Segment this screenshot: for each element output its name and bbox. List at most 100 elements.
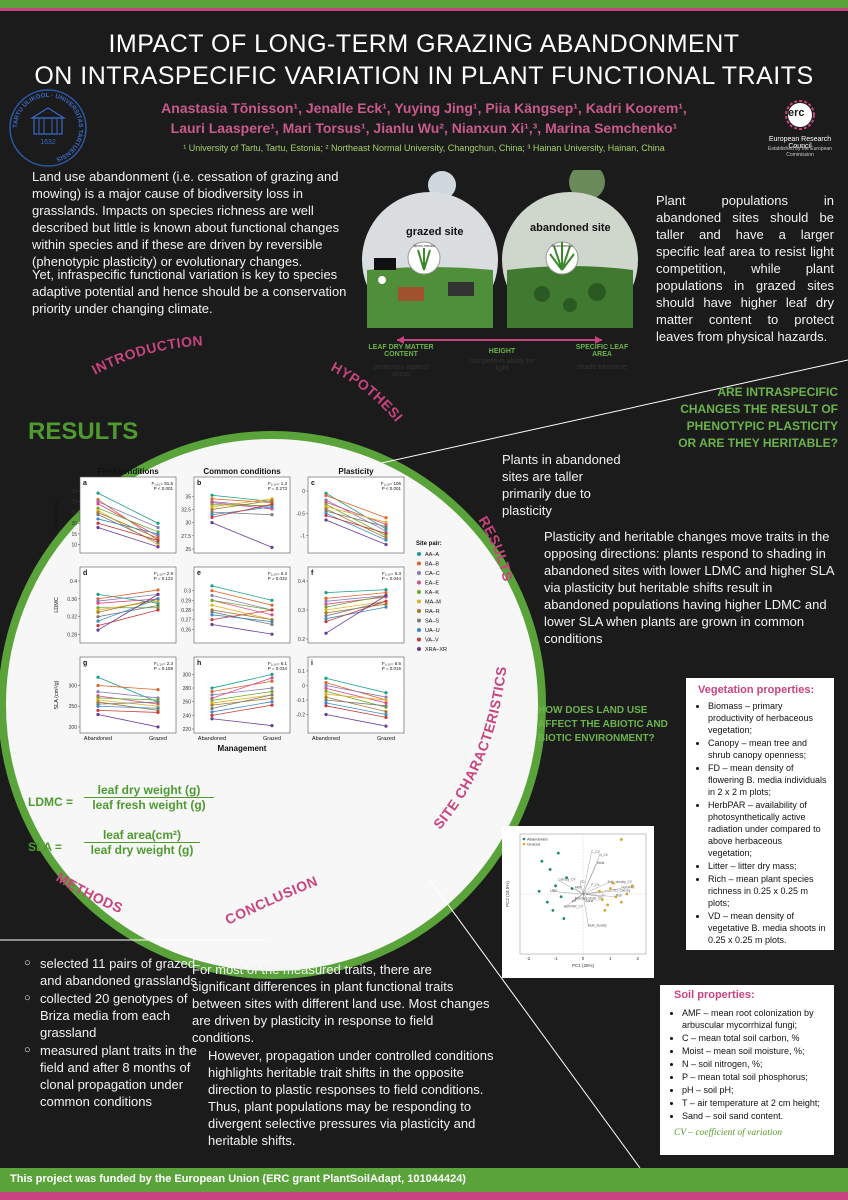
legend-entry: SA–S — [425, 619, 439, 625]
pair-point-grazed — [384, 593, 388, 598]
pair-line — [211, 691, 273, 701]
pair-line — [325, 595, 387, 602]
legend-swatch — [417, 628, 421, 632]
pca-loading-label: FD — [580, 880, 585, 884]
pair-point-abandoned — [210, 603, 214, 607]
y-tick-label: 250 — [69, 704, 78, 710]
vegetation-item: Rich – mean plant species richness in 0.… — [708, 873, 828, 909]
pca-loading-arrow — [582, 893, 589, 927]
pair-line — [97, 705, 159, 709]
pair-line — [325, 693, 387, 701]
panel-stat: F₁,₁₀= 5.3 — [382, 571, 402, 576]
legend-swatch — [417, 552, 421, 556]
legend-swatch — [417, 618, 421, 623]
pca-point — [554, 884, 558, 888]
trait-right-title: SPECIFIC LEAF AREA — [575, 344, 629, 358]
pair-point-abandoned — [324, 701, 328, 705]
pair-point-abandoned — [324, 611, 328, 615]
pair-point-abandoned — [96, 704, 100, 708]
panel-pvalue: P = 0.034 — [268, 666, 288, 671]
pair-point-abandoned — [324, 692, 328, 696]
pca-legend-swatch — [522, 837, 526, 841]
legend-entry: XRA–XR — [425, 647, 447, 653]
pair-line — [325, 699, 387, 707]
ring-label-conclusion: CONCLUSION — [222, 873, 319, 928]
pair-point-grazed — [270, 620, 274, 624]
pair-point-grazed — [156, 710, 160, 715]
y-tick-label: 300 — [183, 672, 192, 678]
y-tick-label: 0.28 — [181, 608, 191, 614]
pair-point-abandoned — [324, 513, 328, 518]
y-tick-label: 0 — [302, 684, 305, 690]
pair-point-grazed — [270, 502, 274, 506]
pca-loading-label: Moist — [597, 861, 605, 865]
column-header: Plasticity — [338, 467, 374, 476]
conclusion-p2: However, propagation under controlled co… — [208, 1048, 494, 1148]
hypothesis-text: Plant populations in abandoned sites sho… — [656, 193, 834, 344]
authors-line-1: Anastasia Tõnisson¹, Jenalle Eck¹, Yuyin… — [161, 100, 687, 116]
pair-point-abandoned — [210, 717, 214, 721]
pair-line — [211, 503, 273, 518]
y-tick-label: 27.5 — [181, 534, 191, 540]
pair-point-abandoned — [96, 712, 100, 717]
pair-point-grazed — [384, 695, 388, 699]
ldmc-numerator: leaf dry weight (g) — [84, 783, 214, 798]
pair-point-abandoned — [210, 618, 214, 622]
pair-point-abandoned — [324, 614, 328, 618]
pair-point-grazed — [384, 691, 388, 695]
pair-point-abandoned — [96, 606, 100, 610]
pca-loading-label: Biomass — [575, 896, 588, 900]
y-axis-label: Height (cm) — [54, 501, 60, 530]
pair-point-grazed — [270, 622, 274, 627]
panel-letter: d — [83, 570, 87, 577]
pair-point-abandoned — [96, 491, 100, 495]
pair-line — [325, 499, 387, 532]
panel-letter: e — [197, 570, 201, 577]
pca-point — [619, 838, 623, 841]
legend-entry: UA–U — [425, 628, 440, 634]
pair-line — [325, 501, 387, 525]
pca-legend-entry: Grazed — [527, 842, 540, 847]
legend-entry: RA–R — [425, 609, 440, 615]
y-tick-label: 0.4 — [70, 579, 77, 585]
pair-line — [325, 696, 387, 712]
pair-point-grazed — [156, 597, 160, 601]
pca-point — [559, 895, 563, 899]
soil-item: AMF – mean root colonization by arbuscul… — [682, 1007, 830, 1031]
pair-point-abandoned — [210, 610, 214, 614]
pair-point-grazed — [384, 588, 388, 592]
pca-point — [548, 868, 552, 871]
pair-point-abandoned — [324, 617, 328, 621]
pair-line — [211, 604, 273, 621]
pair-point-grazed — [384, 542, 388, 547]
panel-pvalue: P < 0.001 — [382, 486, 402, 491]
pair-line — [97, 676, 159, 703]
pair-point-grazed — [270, 632, 274, 636]
pca-point — [565, 876, 568, 880]
pca-x-tick: -2 — [526, 956, 530, 961]
pca-loading-label: Sand — [586, 899, 594, 903]
pair-point-abandoned — [96, 708, 100, 712]
pca-point — [614, 895, 618, 899]
trait-right-desc: shade tolerance — [577, 364, 627, 371]
pair-point-grazed — [156, 599, 160, 603]
panel-stat: F₁,₁₀= 2.9 — [154, 571, 174, 576]
pair-point-abandoned — [324, 689, 328, 693]
erc-icon — [785, 100, 815, 130]
y-tick-label: 35 — [71, 489, 77, 495]
panel-frame — [307, 476, 405, 554]
pca-loading-label: AMF — [575, 886, 582, 890]
pair-point-grazed — [156, 545, 160, 549]
soil-item: pH – soil pH; — [682, 1084, 830, 1096]
pair-point-grazed — [270, 679, 274, 683]
y-tick-label: 240 — [183, 713, 192, 719]
pair-line — [211, 599, 273, 611]
pair-point-abandoned — [324, 511, 328, 515]
ring-label-results: RESULTS — [476, 513, 517, 583]
soil-item: Sand – soil sand content. — [682, 1110, 830, 1122]
y-tick-label: 0.2 — [298, 637, 305, 643]
pair-line — [211, 585, 273, 601]
site-question: HOW DOES LAND USE AFFECT THE ABIOTIC AND… — [538, 705, 668, 744]
pair-line — [97, 522, 159, 541]
